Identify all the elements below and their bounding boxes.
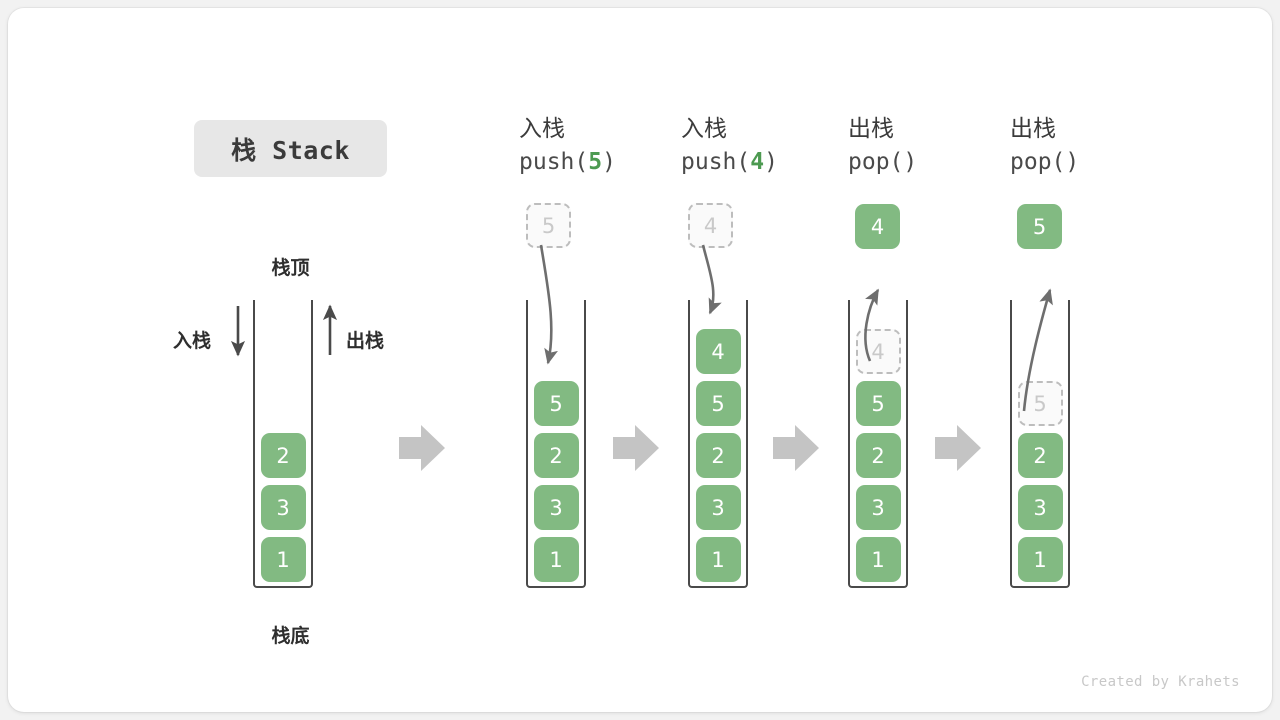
code-prefix: push(: [681, 148, 751, 175]
stack-cell: 5: [533, 381, 579, 426]
code-suffix: ): [903, 148, 918, 175]
stack-cells-push-4: 4 5 2 3 1: [690, 329, 746, 582]
transition-arrow: [399, 425, 445, 471]
stack-cell: 1: [260, 537, 306, 582]
column-header-code: push(4): [681, 146, 871, 179]
stack-container-initial: 2 3 1: [253, 300, 313, 588]
code-prefix: pop(: [1010, 148, 1066, 175]
popped-element-pop-4: 4: [855, 204, 900, 249]
stack-cell: 2: [1017, 433, 1063, 478]
stack-container-pop-4: 4 5 2 3 1: [848, 300, 908, 588]
stack-cell: 3: [1017, 485, 1063, 530]
column-header-code: pop(): [1010, 146, 1200, 179]
push-side-label: 入栈: [173, 330, 212, 352]
diagram-title: 栈 Stack: [194, 120, 387, 177]
column-header-pop-5: 出栈 pop(): [1010, 113, 1200, 178]
code-prefix: push(: [519, 148, 589, 175]
stack-cell: 1: [533, 537, 579, 582]
incoming-element-push-4: 4: [688, 203, 733, 248]
popped-element-pop-5: 5: [1017, 204, 1062, 249]
column-header-cn: 入栈: [681, 116, 727, 142]
stack-top-label: 栈顶: [271, 257, 310, 279]
pop-side-label: 出栈: [346, 330, 385, 352]
code-suffix: ): [1065, 148, 1080, 175]
stack-cell: 1: [855, 537, 901, 582]
diagram-card: 栈 Stack 栈顶 入栈 出栈 2 3 1 栈底 入栈 push(5) 5 5…: [8, 8, 1272, 712]
stack-cell: 2: [533, 433, 579, 478]
column-header-cn: 出栈: [1010, 116, 1056, 142]
stack-cell: 4: [695, 329, 741, 374]
stack-container-push-5: 5 2 3 1: [526, 300, 586, 588]
stack-cell: 3: [695, 485, 741, 530]
code-arg: 5: [588, 148, 603, 175]
stack-cells-push-5: 5 2 3 1: [528, 381, 584, 582]
column-header-push-4: 入栈 push(4): [681, 113, 871, 178]
code-arg: 4: [750, 148, 765, 175]
stack-cell: 4: [855, 329, 901, 374]
stack-cell: 5: [855, 381, 901, 426]
stack-cell: 5: [695, 381, 741, 426]
code-suffix: ): [602, 148, 616, 175]
stack-bottom-label: 栈底: [271, 625, 310, 647]
code-prefix: pop(: [848, 148, 904, 175]
stack-cells-initial: 2 3 1: [255, 433, 311, 582]
stack-container-push-4: 4 5 2 3 1: [688, 300, 748, 588]
column-header-push-5: 入栈 push(5): [519, 113, 709, 178]
column-header-code: push(5): [519, 146, 709, 179]
column-header-pop-4: 出栈 pop(): [848, 113, 1038, 178]
incoming-element-push-5: 5: [526, 203, 571, 248]
transition-arrow: [773, 425, 819, 471]
code-suffix: ): [764, 148, 778, 175]
stack-cell: 3: [855, 485, 901, 530]
stack-cells-pop-5: 5 2 3 1: [1012, 381, 1068, 582]
transition-arrow: [935, 425, 981, 471]
stack-cells-pop-4: 4 5 2 3 1: [850, 329, 906, 582]
transition-arrow: [613, 425, 659, 471]
stack-cell: 2: [855, 433, 901, 478]
stack-cell: 1: [695, 537, 741, 582]
stack-cell: 3: [533, 485, 579, 530]
stack-cell: 2: [695, 433, 741, 478]
column-header-cn: 入栈: [519, 116, 565, 142]
column-header-code: pop(): [848, 146, 1038, 179]
stack-cell: 1: [1017, 537, 1063, 582]
stack-cell: 5: [1017, 381, 1063, 426]
stack-container-pop-5: 5 2 3 1: [1010, 300, 1070, 588]
watermark-credit: Created by Krahets: [1081, 674, 1240, 690]
stack-cell: 2: [260, 433, 306, 478]
stack-cell: 3: [260, 485, 306, 530]
column-header-cn: 出栈: [848, 116, 894, 142]
